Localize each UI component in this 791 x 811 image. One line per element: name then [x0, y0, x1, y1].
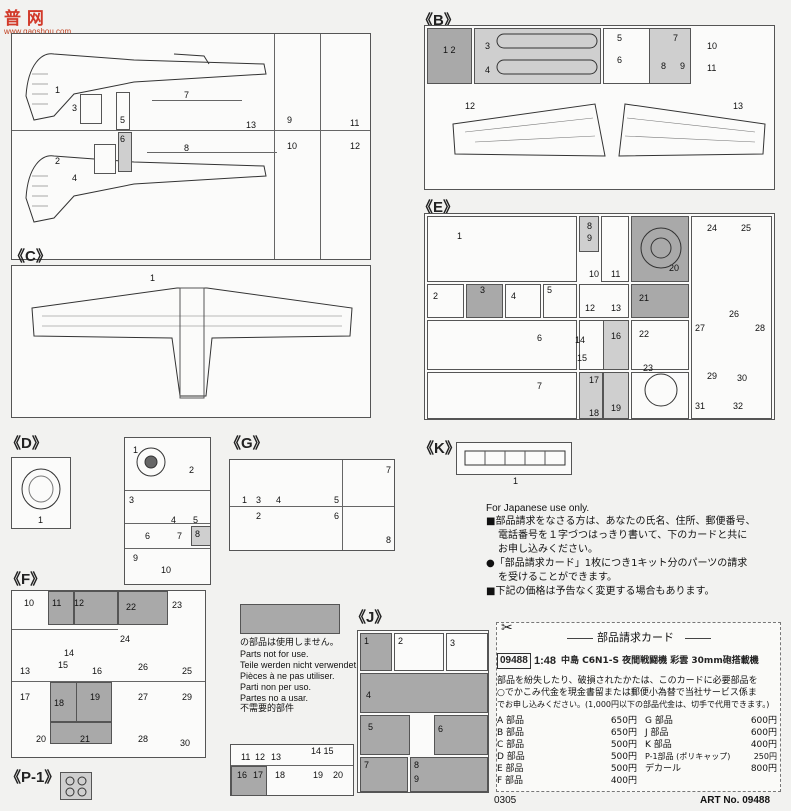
section-label-d: 《D》 — [6, 435, 47, 452]
section-label-f: 《F》 — [6, 571, 46, 588]
fuselage-half-upper — [25, 53, 267, 121]
japan-info-line-3: お申し込みください。 — [498, 544, 598, 555]
notice-line-4: Pièces à ne pas utiliser. — [240, 671, 335, 681]
card-desc-3: でお申し込みください。(1,000円以下の部品代金は、切手で代用できます。) — [497, 700, 770, 709]
notice-line-5: Parti non per uso. — [240, 682, 312, 692]
japan-info-line-4: ●「部品請求カード」1枚につき1キット分のパーツの請求 — [486, 558, 748, 569]
card-desc-1: 部品を紛失したり、破損されたかたは、このカードに必要部品を — [497, 676, 758, 686]
section-label-e: 《E》 — [418, 199, 459, 216]
card-title-rule-right — [685, 638, 711, 639]
sprue-p1 — [60, 772, 92, 800]
sprue-j: 1 2 3 4 5 6 7 8 9 — [357, 630, 489, 793]
card-title-rule-left — [567, 638, 593, 639]
sprue-f: 10 11 12 22 23 24 13 14 15 16 25 26 17 1… — [11, 590, 206, 758]
section-label-p1: 《P-1》 — [6, 769, 60, 786]
unused-parts-notice: の部品は使用しません。 Parts not for use. Teile wer… — [240, 638, 360, 715]
sprue-k: 1 — [456, 442, 572, 486]
price-row: P-1部品 (ポリキャップ)250円 — [645, 752, 777, 761]
notice-line-2: Parts not for use. — [240, 649, 309, 659]
card-product-line: 09488 1:48 中島 C6N1-S 夜間戦闘機 彩雲 30mm砲搭載機 — [497, 653, 780, 669]
japan-info-line-1: ■部品請求をなさる方は、あなたの氏名、住所、郵便番号、 — [486, 516, 756, 527]
polycaps — [65, 776, 87, 797]
canopy — [21, 468, 61, 510]
sprue-e: 1 8 9 10 11 20 24 25 2 3 4 5 12 13 21 26… — [424, 213, 775, 420]
notice-line-7: 不需要的部件 — [240, 704, 295, 714]
watermark-url: www.gaoshou.com — [4, 27, 72, 36]
notice-line-6: Partes no a usar. — [240, 693, 309, 703]
section-label-c: 《C》 — [10, 248, 51, 265]
wing-upper-left — [452, 103, 606, 157]
section-label-g: 《G》 — [226, 435, 268, 452]
engine-cylinders-2 — [644, 373, 678, 407]
wing-lower — [31, 287, 353, 399]
parts-request-card: ✂ 部品請求カード 09488 1:48 中島 C6N1-S 夜間戦闘機 彩雲 … — [496, 619, 781, 792]
japan-info-heading: For Japanese use only. — [486, 503, 590, 514]
fuselage-half-lower — [25, 155, 267, 223]
notice-line-1: の部品は使用しません。 — [240, 638, 339, 648]
scissors-icon: ✂ — [501, 619, 513, 635]
watermark: 普 网 www.gaoshou.com — [4, 4, 71, 36]
notice-line-3: Teile werden nicht verwendet. — [240, 660, 359, 670]
card-code: 09488 — [497, 653, 531, 669]
watermark-title: 普 网 — [4, 9, 44, 29]
wing-upper-right — [618, 103, 766, 157]
sprue-g: 1 3 4 5 7 2 6 8 — [229, 459, 395, 551]
japan-info-line-6: ■下記の価格は予告なく変更する場合もあります。 — [486, 586, 715, 597]
sprue-df: 1 2 3 4 5 6 7 8 9 10 — [124, 437, 211, 585]
footer-code: 0305 — [494, 795, 517, 806]
japan-info: For Japanese use only. ■部品請求をなさる方は、あなたの氏… — [486, 502, 786, 599]
drop-tanks — [496, 33, 598, 75]
japan-info-line-2: 電話番号を１字づつはっきり書いて、下のカードと共に — [498, 530, 748, 541]
sprue-bottom: 11 12 13 14 15 16 17 18 19 20 — [230, 744, 354, 796]
card-scale: 1:48 — [534, 655, 557, 667]
sprue-c: 1 — [11, 265, 371, 418]
footer-art-number: ART No. 09488 — [700, 795, 771, 806]
sprue-b: 1 2 3 4 5 6 7 8 9 10 11 12 13 — [424, 25, 775, 190]
japan-info-line-5: を受けることができます。 — [498, 572, 617, 583]
gun-pod — [464, 450, 566, 466]
engine-front — [136, 447, 166, 477]
section-label-j: 《J》 — [351, 609, 390, 626]
sprue-d: 1 — [11, 457, 71, 529]
unused-parts-swatch — [240, 604, 340, 634]
card-desc-2: ○でかこみ代金を現金書留または郵便小為替で当社サービス係ま — [497, 688, 757, 698]
card-product: 中島 C6N1-S 夜間戦闘機 彩雲 30mm砲搭載機 — [561, 656, 759, 666]
section-label-k: 《K》 — [419, 440, 460, 457]
card-title: 部品請求カード — [597, 631, 674, 644]
sprue-a: 1 3 2 4 5 6 7 8 13 9 10 11 12 — [11, 33, 371, 260]
engine-cylinders — [640, 227, 682, 269]
section-label-b: 《B》 — [418, 12, 459, 29]
